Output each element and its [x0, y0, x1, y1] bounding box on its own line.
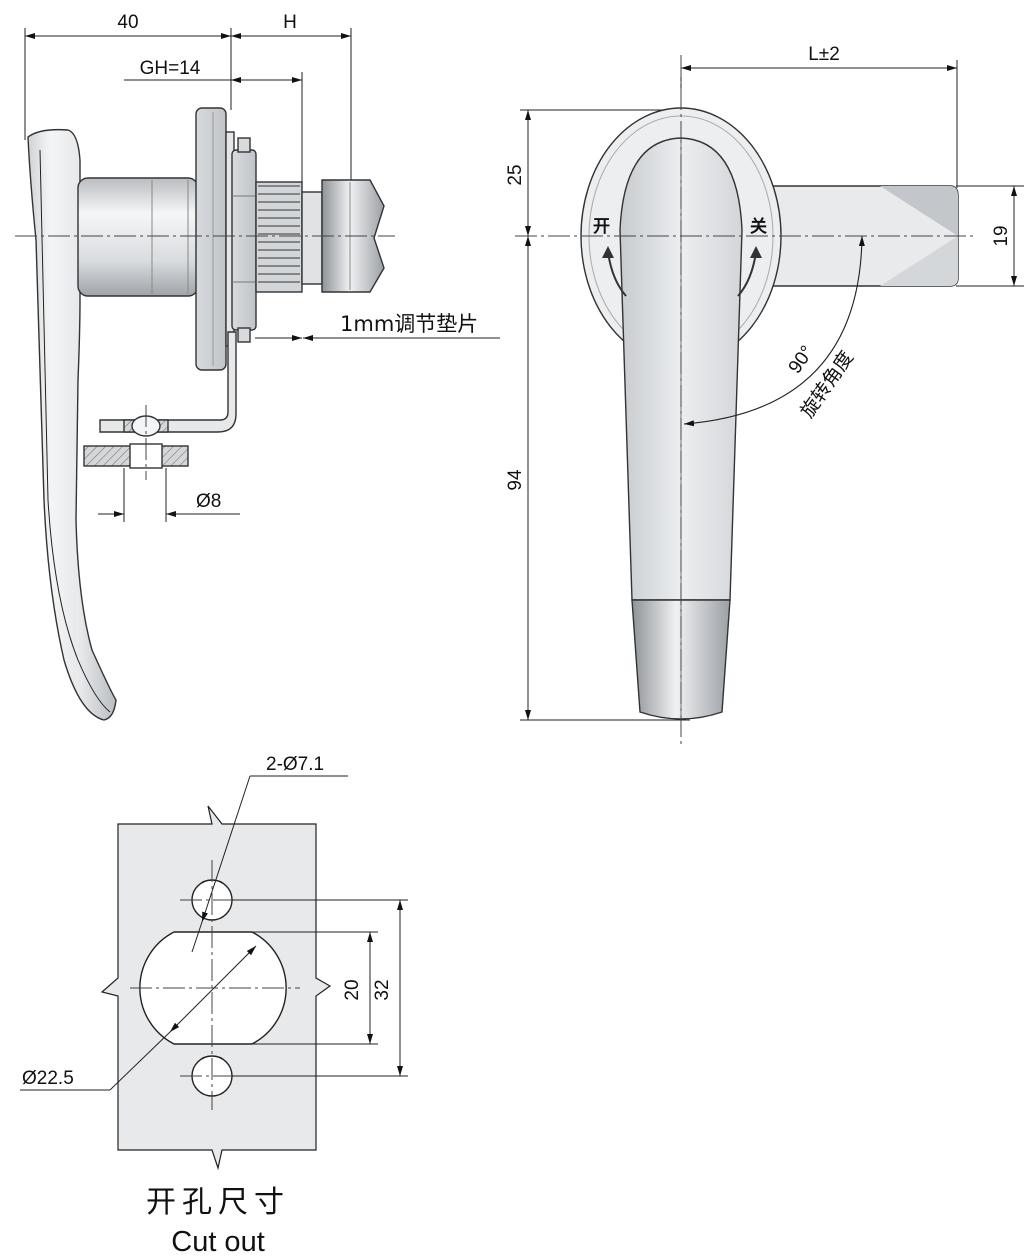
- dim-25-label: 25: [505, 164, 526, 185]
- diameter-leader: Ø22.5: [20, 945, 257, 1091]
- dimension-19: 19: [956, 185, 1024, 287]
- front-view: L±2 25 94 19: [505, 44, 1024, 745]
- dim-d8-label: Ø8: [196, 491, 221, 512]
- dim-d225-label: Ø22.5: [22, 1068, 74, 1089]
- dimension-32: 32: [372, 900, 403, 1076]
- dimension-d8: Ø8: [98, 468, 240, 522]
- cutout-view: 20 32 2-Ø7.1 Ø22.5 开孔尺寸 Cut out: [20, 754, 408, 1256]
- lock-cylinder: [77, 177, 199, 297]
- mounting-flange: [195, 107, 235, 371]
- dimension-40: 40: [24, 12, 232, 140]
- dimension-vertical-left: 25 94: [505, 109, 690, 721]
- dim-20-label: 20: [342, 979, 363, 1000]
- dim-gh-label: GH=14: [140, 58, 201, 79]
- dim-32-label: 32: [372, 979, 393, 1000]
- dimension-h: H: [231, 12, 352, 185]
- dimension-gh: GH=14: [124, 58, 303, 185]
- dim-40-label: 40: [117, 12, 138, 33]
- angle-value: 90°: [785, 342, 819, 378]
- side-handle: [27, 128, 117, 721]
- hex-nut: [231, 137, 257, 343]
- dim-19-label: 19: [991, 225, 1012, 246]
- open-mark: 开: [593, 217, 610, 237]
- hole-leader: 2-Ø7.1: [191, 754, 348, 953]
- shim-note-label: 1mm调节垫片: [340, 312, 478, 336]
- dim-94-label: 94: [505, 469, 526, 491]
- hole-note-label: 2-Ø7.1: [266, 754, 324, 775]
- dimension-20: 20: [342, 932, 373, 1044]
- close-mark: 关: [750, 216, 767, 237]
- shim-note: 1mm调节垫片: [255, 312, 500, 341]
- bracket: [83, 331, 237, 480]
- dim-h-label: H: [283, 12, 297, 33]
- side-view: 40 H GH=14: [15, 12, 500, 721]
- dim-l-label: L±2: [808, 44, 840, 65]
- cutout-title-cn: 开孔尺寸: [146, 1185, 290, 1220]
- threaded-shaft: [255, 181, 323, 293]
- cutout-title-en: Cut out: [171, 1226, 265, 1256]
